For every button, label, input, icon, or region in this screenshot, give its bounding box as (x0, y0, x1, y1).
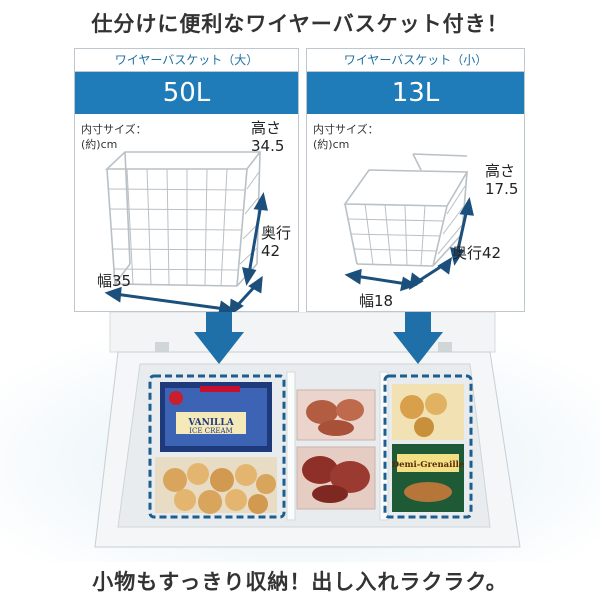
freezer-scene: VANILLA ICE CREAM (0, 312, 600, 562)
basket-large-size-label: 内寸サイズ： (約)cm (81, 123, 147, 151)
basket-small-outline (383, 374, 473, 519)
basket-small-depth: 奥行42 (452, 244, 502, 262)
basket-large-width: 幅35 (97, 272, 132, 290)
basket-small-size-label: 内寸サイズ： (約)cm (313, 123, 379, 151)
down-arrow-icons (194, 312, 443, 364)
meat-packs (296, 389, 376, 510)
basket-large-illustration (104, 151, 268, 312)
basket-small-volume: 13L (307, 72, 524, 114)
basket-large-outline (148, 374, 286, 519)
basket-large-depth: 奥行 42 (261, 224, 292, 260)
headline: 仕分けに便利なワイヤーバスケット付き！ (91, 12, 509, 36)
svg-text:Demi-Grenaille: Demi-Grenaille (392, 460, 465, 470)
basket-small-title: ワイヤーバスケット（小） (307, 49, 524, 72)
ice-cream-box: VANILLA ICE CREAM (160, 382, 272, 452)
svg-text:ICE CREAM: ICE CREAM (189, 427, 232, 435)
basket-small-illustration (343, 153, 474, 292)
bread-rolls (155, 457, 277, 514)
basket-large-height: 高さ 34.5 (251, 119, 285, 155)
basket-large-panel: ワイヤーバスケット（大） 50L 内寸サイズ： (約)cm (74, 48, 299, 312)
packaged-food: Demi-Grenaille (392, 384, 465, 512)
footline: 小物もすっきり収納！出し入れラクラク。 (92, 570, 508, 594)
basket-small-panel: ワイヤーバスケット（小） 13L 内寸サイズ： (約)cm (306, 48, 525, 312)
basket-small-width: 幅18 (359, 292, 394, 310)
basket-large-title: ワイヤーバスケット（大） (75, 49, 298, 72)
basket-large-volume: 50L (75, 72, 298, 114)
svg-text:VANILLA: VANILLA (187, 418, 234, 428)
basket-small-height: 高さ 17.5 (485, 162, 519, 198)
